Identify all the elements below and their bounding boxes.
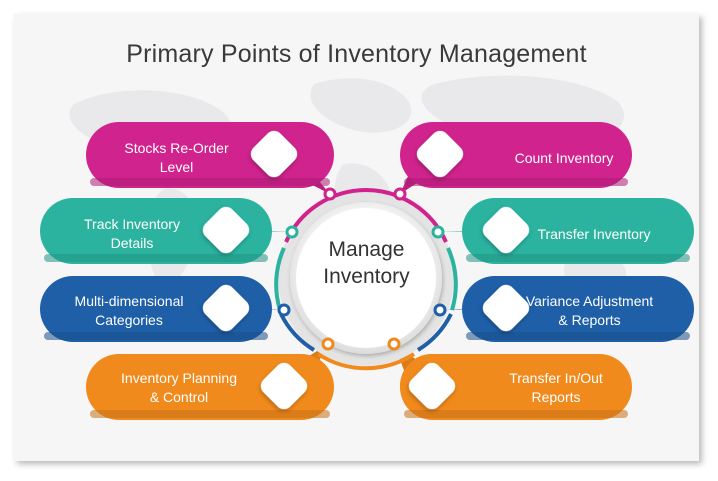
label-variance-adjustment-line2: & Reports	[558, 312, 621, 328]
label-multi-dimensional-line1: Multi-dimensional	[74, 293, 184, 309]
pill-variance-adjustment	[462, 276, 694, 342]
diamond-icon-transfer-in-out	[408, 362, 456, 410]
label-multi-dimensional: Multi-dimensional Categories	[44, 287, 214, 335]
connector-dot-track-inventory	[285, 225, 299, 239]
label-transfer-in-out: Transfer In/Out Reports	[476, 364, 636, 412]
label-track-inventory-line1: Track Inventory	[84, 216, 180, 232]
diamond-icon-multi-dimensional	[202, 284, 250, 332]
label-inventory-planning-line2: & Control	[149, 389, 209, 405]
label-variance-adjustment: Variance Adjustment & Reports	[502, 287, 677, 335]
connector-dot-variance-adjustment	[433, 303, 447, 317]
connector-dot-count-inventory	[393, 187, 407, 201]
diamond-icon-stocks-reorder	[250, 130, 298, 178]
pill-shade-track-inventory	[44, 254, 268, 262]
diamond-icon-count-inventory	[416, 130, 464, 178]
label-stocks-reorder-line2: Level	[159, 159, 194, 175]
pill-shade-multi-dimensional	[44, 332, 268, 340]
item-pills	[40, 122, 694, 420]
connector-dot-stocks-reorder	[323, 187, 337, 201]
label-track-inventory-line2: Details	[110, 235, 154, 251]
connector-dot-transfer-inventory	[431, 225, 445, 239]
pill-count-inventory	[400, 122, 632, 188]
pill-shade-transfer-inventory	[466, 254, 690, 262]
diagram-card: Primary Points of Inventory Management	[14, 14, 699, 461]
label-variance-adjustment-line1: Variance Adjustment	[525, 293, 654, 309]
label-track-inventory: Track Inventory Details	[52, 210, 212, 258]
label-inventory-planning-line1: Inventory Planning	[121, 370, 237, 386]
label-transfer-in-out-line1: Transfer In/Out	[509, 370, 603, 386]
pill-track-inventory	[40, 198, 272, 264]
label-multi-dimensional-line2: Categories	[95, 312, 163, 328]
diagram-canvas	[40, 75, 694, 420]
label-transfer-inventory: Transfer Inventory	[514, 210, 674, 258]
pill-shade-transfer-in-out	[404, 410, 628, 418]
pill-transfer-in-out	[400, 354, 632, 420]
label-stocks-reorder-line1: Stocks Re-Order	[124, 140, 229, 156]
pill-transfer-inventory	[462, 198, 694, 264]
pill-inventory-planning	[86, 354, 334, 420]
label-transfer-inventory-line1: Transfer Inventory	[537, 225, 651, 242]
center-label-line2: Inventory	[323, 265, 410, 288]
label-transfer-in-out-line2: Reports	[531, 389, 581, 405]
center-label: Manage Inventory	[309, 236, 424, 290]
pill-shade-stocks-reorder	[90, 178, 330, 186]
connector-dots	[277, 187, 447, 351]
connector-dot-multi-dimensional	[277, 303, 291, 317]
pill-multi-dimensional	[40, 276, 272, 342]
label-stocks-reorder: Stocks Re-Order Level	[99, 134, 254, 182]
pill-shade-count-inventory	[404, 178, 628, 186]
center-hub	[274, 188, 458, 371]
connector-dot-inventory-planning	[321, 337, 335, 351]
diamond-icon-track-inventory	[202, 206, 250, 254]
center-label-line1: Manage	[328, 238, 405, 261]
diamond-icon-transfer-inventory	[482, 206, 530, 254]
label-count-inventory: Count Inventory	[474, 134, 654, 182]
diagram-title: Primary Points of Inventory Management	[126, 40, 587, 68]
diamond-icon-inventory-planning	[260, 362, 308, 410]
connector-dot-transfer-in-out	[387, 337, 401, 351]
label-inventory-planning: Inventory Planning & Control	[99, 364, 259, 412]
label-count-inventory-line1: Count Inventory	[514, 149, 614, 166]
pill-shade-variance-adjustment	[466, 332, 690, 340]
diamond-icon-variance-adjustment	[482, 284, 530, 332]
pill-shade-inventory-planning	[90, 410, 330, 418]
